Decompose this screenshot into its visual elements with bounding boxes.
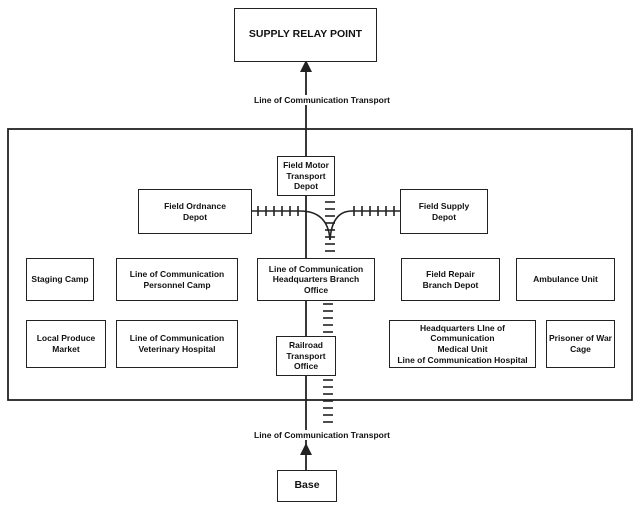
node-supply-relay-point: SUPPLY RELAY POINT (234, 8, 377, 62)
node-field-supply-depot: Field Supply Depot (400, 189, 488, 234)
arrow-up-bottom (300, 443, 312, 455)
node-staging-camp: Staging Camp (26, 258, 94, 301)
node-prisoner-of-war-cage: Prisoner of War Cage (546, 320, 615, 368)
node-field-motor-transport-depot: Field Motor Transport Depot (277, 156, 335, 196)
rail-curve-right (329, 210, 400, 241)
label-bottom-transport: Line of Communication Transport (252, 430, 393, 440)
node-base: Base (277, 470, 337, 502)
rail-ties (257, 201, 395, 423)
node-loc-veterinary-hospital: Line of Communication Veterinary Hospita… (116, 320, 238, 368)
node-field-repair-branch-depot: Field Repair Branch Depot (401, 258, 500, 301)
label-top-transport: Line of Communication Transport (252, 95, 393, 105)
node-loc-personnel-camp: Line of Communication Personnel Camp (116, 258, 238, 301)
node-loc-hq-branch-office: Line of Communication Headquarters Branc… (257, 258, 375, 301)
area-frame (7, 128, 633, 401)
node-hq-loc-medical-unit: Headquarters LIne of Communication Medic… (389, 320, 536, 368)
rail-curve-left (252, 210, 331, 241)
arrow-up-top (300, 60, 312, 72)
node-railroad-transport-office: Railroad Transport Office (276, 336, 336, 376)
node-field-ordnance-depot: Field Ordnance Depot (138, 189, 252, 234)
node-local-produce-market: Local Produce Market (26, 320, 106, 368)
node-ambulance-unit: Ambulance Unit (516, 258, 615, 301)
